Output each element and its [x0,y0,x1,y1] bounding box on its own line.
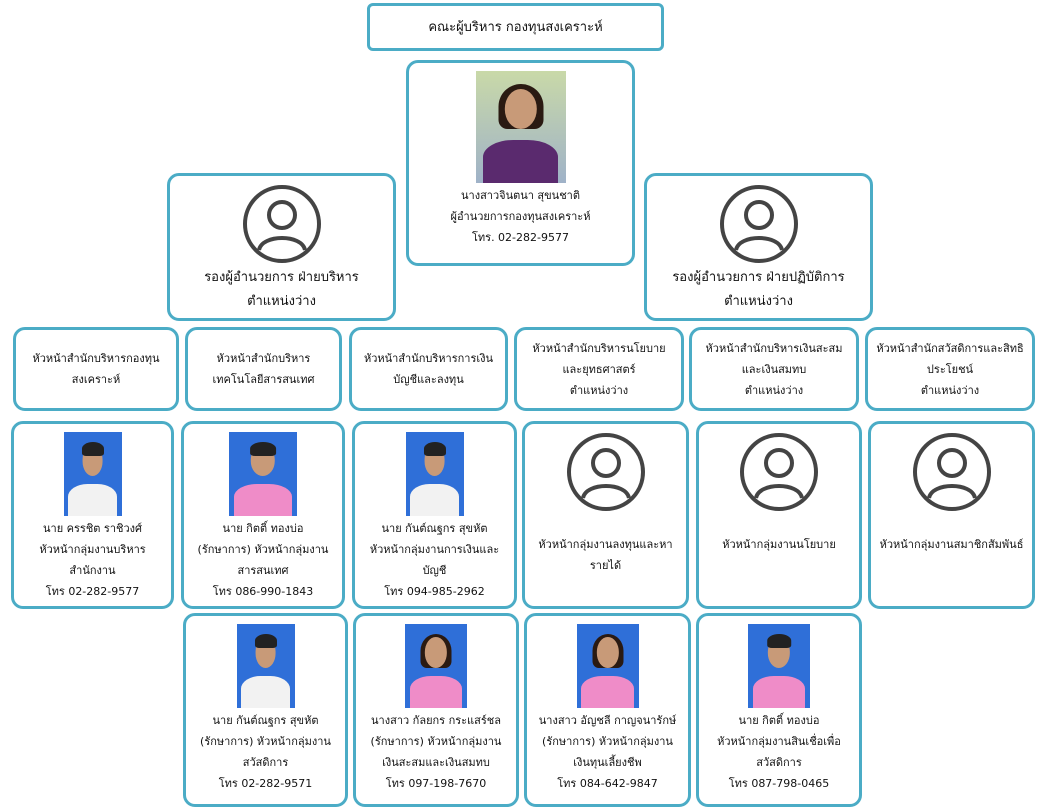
page-title-text: คณะผู้บริหาร กองทุนสงเคราะห์ [428,19,603,35]
office-head-card: หัวหน้าสำนักบริหารนโยบายและยุทธศาสตร์ตำแ… [514,327,684,411]
office-head-card: หัวหน้าสำนักบริหารเทคโนโลยีสารสนเทศ [185,327,342,411]
director-card: นางสาวจินตนา สุขนชาติผู้อำนวยการกองทุนสง… [406,60,635,266]
office-head-card: หัวหน้าสำนักบริหารกองทุนสงเคราะห์ [13,327,179,411]
box-line: โทร 094-985-2962 [384,585,485,598]
deputy-card-2: รองผู้อำนวยการ ฝ่ายปฏิบัติการตำแหน่งว่าง [644,173,873,321]
box-line: โทร. 02-282-9577 [472,231,569,244]
box-line-primary: หัวหน้าสำนักสวัสดิการและสิทธิ [876,341,1024,355]
person-photo [405,624,467,708]
box-line-primary: หัวหน้าสำนักบริหาร [216,352,311,365]
box-line: โทร 086-990-1843 [212,585,314,598]
box-line: (รักษาการ) หัวหน้ากลุ่มงาน [200,735,331,748]
box-line-primary: หัวหน้าสำนักบริหารนโยบาย [532,341,666,355]
box-line: เงินทุนเลี้ยงชีพ [573,756,642,769]
box-line-primary: นาย กิตติ์ ทองบ่อ [738,714,820,727]
box-line: ประโยชน์ [926,362,974,376]
box-line: ตำแหน่งว่าง [247,294,316,309]
group-head-card: นางสาว อัญชลี กาญจนารักษ์ (รักษาการ) หัวห… [524,613,691,807]
box-line: หัวหน้ากลุ่มงานบริหาร [39,543,146,556]
box-line-primary: นางสาว กัลยกร กระแสร์ชล [371,714,501,727]
box-line-primary: หัวหน้ากลุ่มงานลงทุนและหา [538,538,673,551]
box-line-primary: หัวหน้ากลุ่มงานนโยบาย [722,538,836,551]
office-head-card: หัวหน้าสำนักสวัสดิการและสิทธิประโยชน์ตำแ… [865,327,1035,411]
box-line: และเงินสมทบ [741,362,807,376]
deputy-card-1: รองผู้อำนวยการ ฝ่ายบริหารตำแหน่งว่าง [167,173,396,321]
box-line-primary: นาย กันต์ณฐกร สุขหัต [381,522,488,535]
office-head-card: หัวหน้าสำนักบริหารเงินสะสมและเงินสมทบตำแ… [689,327,859,411]
box-line: ตำแหน่งว่าง [569,383,629,397]
group-head-card: หัวหน้ากลุ่มงานนโยบาย [696,421,862,609]
group-head-card: นาย ครรชิต ราชิวงศ์หัวหน้ากลุ่มงานบริหาร… [11,421,174,609]
person-photo [236,624,295,708]
person-photo [576,624,639,708]
box-line: ผู้อำนวยการกองทุนสงเคราะห์ [450,210,591,223]
person-placeholder-icon [912,432,992,512]
box-line: เงินสะสมและเงินสมทบ [382,756,490,769]
person-photo [63,432,122,516]
box-line: ตำแหน่งว่าง [744,383,804,397]
box-line: หัวหน้ากลุ่มงานการเงินและ [369,543,500,556]
box-line: โทร 02-282-9571 [218,777,313,790]
page-title: คณะผู้บริหาร กองทุนสงเคราะห์ [367,3,664,51]
group-head-card: นาย กิตติ์ ทองบ่อ (รักษาการ) หัวหน้ากลุ่ม… [181,421,345,609]
box-line: ตำแหน่งว่าง [724,294,793,309]
person-placeholder-icon [719,184,799,264]
box-line-primary: นาย ครรชิต ราชิวงศ์ [43,522,142,535]
group-head-card: นาย กันต์ณฐกร สุขหัตหัวหน้ากลุ่มงานการเง… [352,421,517,609]
person-photo [405,432,464,516]
box-line: สำนักงาน [69,564,116,577]
group-head-card: นาย กิตติ์ ทองบ่อหัวหน้ากลุ่มงานสินเชื่อ… [696,613,862,807]
person-placeholder-icon [566,432,646,512]
person-photo [475,71,566,183]
group-head-card: นาย กันต์ณฐกร สุขหัต (รักษาการ) หัวหน้ากล… [183,613,348,807]
box-line: โทร 02-282-9577 [45,585,140,598]
person-placeholder-icon [739,432,819,512]
person-photo [229,432,297,516]
box-line: (รักษาการ) หัวหน้ากลุ่มงาน [370,735,502,748]
box-line: บัญชี [422,564,447,577]
box-line: และยุทธศาสตร์ [562,362,636,376]
box-line-primary: หัวหน้าสำนักบริหารเงินสะสม [705,341,843,355]
box-line-primary: นาย กิตติ์ ทองบ่อ [222,522,304,535]
box-line-primary: หัวหน้าสำนักบริหารการเงิน [363,352,494,365]
box-line: เทคโนโลยีสารสนเทศ [212,373,315,386]
box-line: (รักษาการ) หัวหน้ากลุ่มงาน [197,543,329,556]
box-line: สวัสดิการ [756,756,802,769]
group-head-card: หัวหน้ากลุ่มงานลงทุนและหารายได้ [522,421,689,609]
box-line: สงเคราะห์ [71,373,121,386]
person-placeholder-icon [242,184,322,264]
box-line: สารสนเทศ [237,564,289,577]
box-line: สวัสดิการ [242,756,289,769]
box-line-primary: หัวหน้าสำนักบริหารกองทุน [32,352,160,365]
box-line-primary: นางสาว อัญชลี กาญจนารักษ์ [538,714,677,727]
box-line: โทร 084-642-9847 [557,777,658,790]
box-line: หัวหน้ากลุ่มงานสินเชื่อเพื่อ [717,735,841,748]
box-line-primary: รองผู้อำนวยการ ฝ่ายบริหาร [204,270,359,285]
box-line: โทร 097-198-7670 [385,777,487,790]
group-head-card: นางสาว กัลยกร กระแสร์ชล (รักษาการ) หัวหน้… [353,613,519,807]
box-line: บัญชีและลงทุน [393,373,464,386]
box-line: ตำแหน่งว่าง [920,383,980,397]
box-line-primary: นาย กันต์ณฐกร สุขหัต [212,714,319,727]
box-line-primary: นางสาวจินตนา สุขนชาติ [461,189,580,202]
box-line: โทร 087-798-0465 [728,777,830,790]
box-line-primary: รองผู้อำนวยการ ฝ่ายปฏิบัติการ [672,270,845,285]
box-line: รายได้ [589,559,622,572]
box-line: (รักษาการ) หัวหน้ากลุ่มงาน [542,735,673,748]
office-head-card: หัวหน้าสำนักบริหารการเงินบัญชีและลงทุน [349,327,508,411]
box-line-primary: หัวหน้ากลุ่มงานสมาชิกสัมพันธ์ [879,538,1024,551]
person-photo [748,624,810,708]
group-head-card: หัวหน้ากลุ่มงานสมาชิกสัมพันธ์ [868,421,1035,609]
